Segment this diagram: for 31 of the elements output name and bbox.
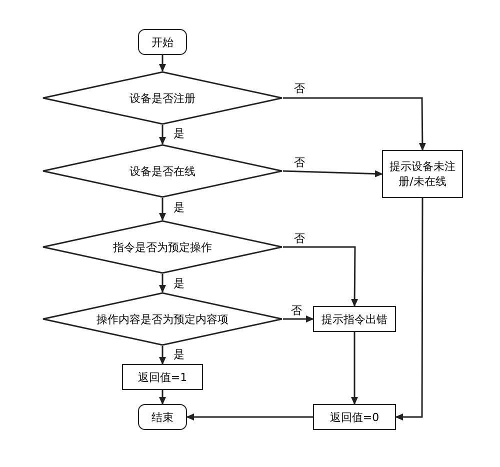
arrow — [159, 55, 166, 72]
arrow — [351, 332, 358, 405]
decision-diamond: 设备是否在线 — [42, 144, 283, 198]
edge-label: 否 — [293, 232, 306, 245]
edge-label: 是 — [172, 201, 186, 214]
edge-label: 否 — [293, 156, 306, 169]
edge-label: 否 — [290, 304, 303, 317]
process-box: 提示设备未注册/未在线 — [382, 150, 463, 198]
edge-label: 否 — [293, 82, 306, 95]
edge-label: 是 — [172, 127, 186, 140]
arrow — [282, 170, 383, 178]
edge-label: 是 — [172, 277, 186, 290]
decision-diamond: 设备是否注册 — [42, 71, 283, 125]
arrow — [186, 414, 313, 420]
arrow — [159, 125, 166, 145]
arrow — [159, 274, 166, 293]
terminal-box: 开始 — [138, 29, 187, 55]
arrow — [159, 346, 166, 365]
arrow — [283, 246, 358, 307]
arrow — [283, 97, 426, 151]
process-box: 返回值=1 — [122, 364, 203, 390]
process-box: 提示指令出错 — [313, 306, 396, 332]
decision-diamond: 操作内容是否为预定内容项 — [42, 292, 283, 346]
arrow — [283, 316, 314, 322]
process-box: 返回值=0 — [313, 404, 396, 430]
arrow — [395, 198, 424, 420]
decision-diamond: 指令是否为预定操作 — [42, 220, 283, 274]
arrow — [159, 198, 166, 221]
arrow — [159, 390, 166, 405]
terminal-box: 结束 — [138, 404, 187, 430]
edge-label: 是 — [172, 348, 186, 361]
